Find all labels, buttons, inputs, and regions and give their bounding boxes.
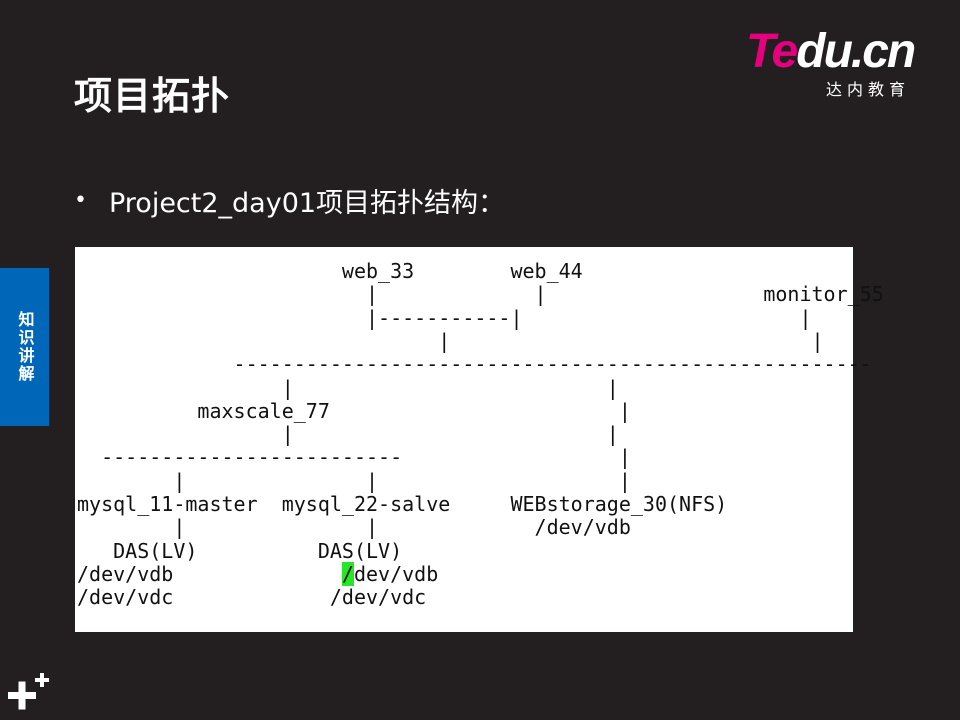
logo-subtitle: 达内教育	[826, 80, 911, 99]
cursor-highlight: /	[341, 561, 354, 586]
slide-title: 项目拓扑	[74, 74, 231, 118]
topology-line: maxscale_77 |	[77, 398, 631, 423]
topology-text: | | /dev/vdb	[77, 515, 631, 540]
topology-text: ----------------------------------------…	[77, 352, 872, 377]
topology-text: | | |	[77, 468, 631, 493]
topology-text: /dev/vdc /dev/vdc	[77, 585, 427, 610]
topology-line: ----------------------------------------…	[77, 353, 872, 376]
bullet-text: Project2_day01项目拓扑结构：	[108, 187, 506, 219]
topology-line: | | monitor_55	[77, 283, 884, 306]
topology-line: /dev/vdc /dev/vdc	[77, 586, 426, 609]
topology-line: | |	[77, 422, 619, 447]
topology-text: | | monitor_55	[77, 282, 884, 307]
bullet-icon: •	[74, 187, 87, 213]
side-tab-label: 知识讲解	[15, 311, 35, 383]
plus-plus-icon	[8, 673, 49, 710]
topology-diagram: web_33 web_44 | | monitor_55 |----------…	[75, 247, 884, 632]
topology-line: web_33 web_44	[77, 259, 583, 283]
topology-text: /dev/vdb	[77, 561, 342, 586]
topology-text: web_33 web_44	[77, 259, 583, 283]
topology-text: dev/vdb	[353, 561, 439, 586]
topology-line: | | |	[77, 468, 631, 493]
bullet-item: • Project2_day01项目拓扑结构：	[74, 180, 505, 220]
side-tab: 知识讲解	[0, 268, 49, 426]
topology-text: mysql_11-master mysql_22-salve WEBstorag…	[77, 492, 728, 516]
topology-line: /dev/vdb /dev/vdb	[77, 561, 439, 586]
topology-text: |-----------| |	[77, 305, 812, 330]
topology-text: DAS(LV) DAS(LV)	[77, 538, 403, 563]
topology-text: | |	[77, 422, 619, 447]
topology-line: | |	[77, 328, 824, 353]
topology-text: maxscale_77 |	[77, 398, 631, 423]
topology-line: | |	[77, 375, 619, 400]
logo-wordmark: Tedu.cn	[746, 25, 916, 78]
topology-line: mysql_11-master mysql_22-salve WEBstorag…	[77, 492, 728, 516]
topology-text: ------------------------- |	[77, 445, 631, 470]
topology-line: DAS(LV) DAS(LV)	[77, 538, 403, 563]
topology-text: | |	[77, 375, 619, 400]
tedu-logo: Tedu.cn 达内教育	[746, 28, 936, 100]
topology-line: ------------------------- |	[77, 446, 631, 469]
topology-line: |-----------| |	[77, 305, 812, 330]
topology-text: | |	[77, 328, 824, 353]
topology-line: | | /dev/vdb	[77, 516, 631, 539]
